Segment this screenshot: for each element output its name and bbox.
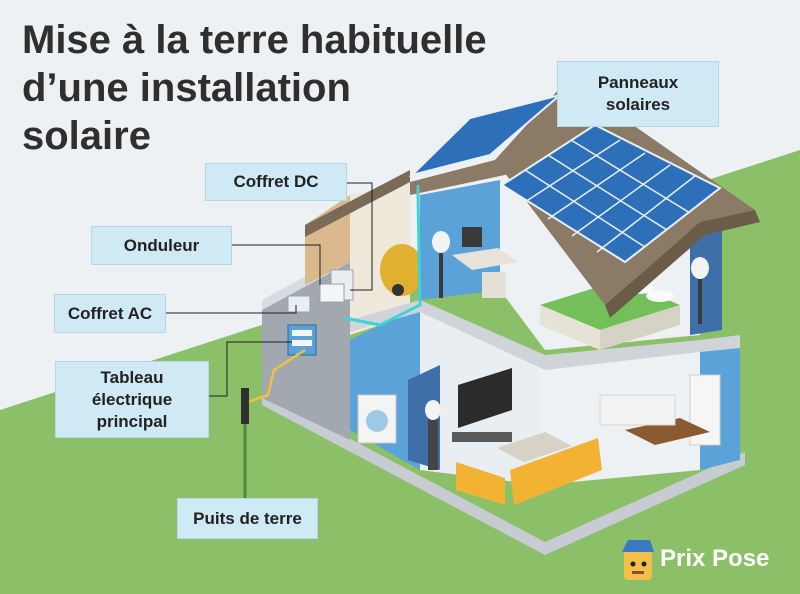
floor-slab [262,392,745,555]
chair-icon [482,272,506,298]
brand-name: Prix Pose [660,545,770,572]
label-panneaux-line-2: solaires [605,95,671,114]
label-tableau-line-1: Tableau [100,367,164,387]
onduleur-box [319,283,345,303]
label-coffret-dc: Coffret DC [205,163,347,201]
callout-lines [166,182,373,512]
tv-icon [458,368,512,428]
label-coffret-dc-text: Coffret DC [233,172,319,191]
mascot-face-icon [622,540,654,580]
dining-table-icon [625,418,710,445]
dc-cable [344,185,422,327]
label-panneaux-solaires: Panneaux solaires [557,61,719,127]
label-puits-de-terre: Puits de terre [177,498,318,539]
page-title: Mise à la terre habituelle d’une install… [22,16,542,160]
title-line-1: Mise à la terre habituelle [22,18,487,62]
desk-icon [452,248,518,270]
laptop-icon [462,227,482,247]
label-coffret-ac: Coffret AC [54,294,166,333]
ground-wire [247,348,306,404]
brand-logo-spacer [618,538,652,580]
brand-logo: Prix Pose [618,538,769,580]
label-onduleur: Onduleur [91,226,232,265]
label-puits-text: Puits de terre [193,508,302,528]
roof-right-edge [605,210,760,318]
sofa-icon-2 [510,438,602,505]
sofa-icon [456,462,505,505]
label-panneaux-line-1: Panneaux [597,73,679,92]
lamp-icon-3 [691,257,709,279]
label-onduleur-text: Onduleur [123,235,200,255]
roof-left [305,170,410,237]
label-tableau-line-3: principal [96,411,168,431]
coffee-table-icon [497,432,572,462]
panel-grid [524,139,696,253]
title-line-3: solaire [22,114,151,158]
coffret-ac-box [287,295,311,313]
roof-back [410,88,590,195]
lamp-icon [428,415,438,470]
label-tableau-electrique: Tableau électrique principal [55,361,209,438]
car-icon [380,244,424,296]
solar-panel-array-front [500,123,722,264]
title-line-2: d’une installation [22,66,351,110]
label-coffret-ac-text: Coffret AC [67,303,153,323]
lamp-icon-2 [432,231,450,253]
label-tableau-line-2: électrique [91,389,173,409]
garage-wall [350,180,410,335]
upper-floor-slab [350,300,740,370]
